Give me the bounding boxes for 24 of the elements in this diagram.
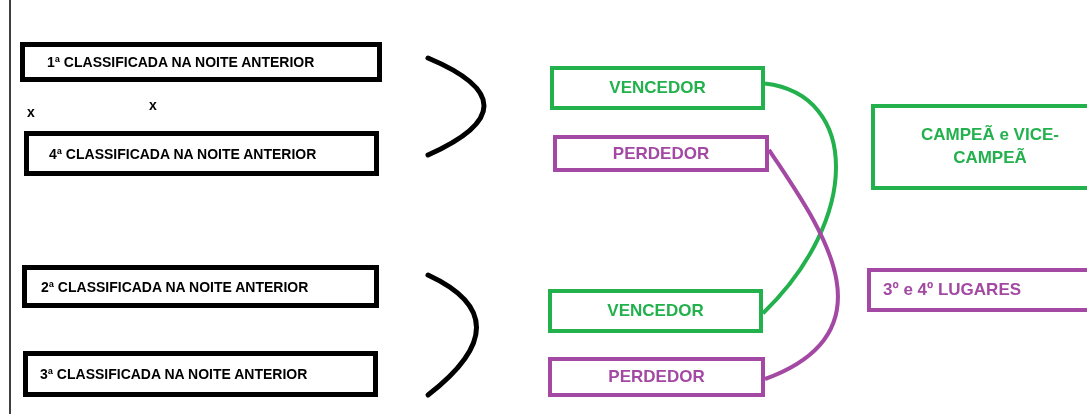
box-text: 1ª CLASSIFICADA NA NOITE ANTERIOR <box>47 54 315 70</box>
box-text: CAMPEÃ e VICE-CAMPEÃ <box>920 124 1060 169</box>
connector-line <box>764 148 840 381</box>
label-box <box>24 131 379 176</box>
box-text: 3ª CLASSIFICADA NA NOITE ANTERIOR <box>40 366 308 382</box>
box-text: PERDEDOR <box>608 367 705 387</box>
versus-label: x <box>27 104 35 120</box>
label-box <box>20 42 382 82</box>
label-box <box>23 351 378 397</box>
label-box <box>548 289 763 333</box>
box-text: VENCEDOR <box>609 78 706 98</box>
label-box <box>550 66 765 110</box>
label-box <box>548 357 765 397</box>
box-text: 2ª CLASSIFICADA NA NOITE ANTERIOR <box>41 278 309 295</box>
box-text: PERDEDOR <box>612 143 710 164</box>
connector-line <box>761 81 838 315</box>
box-text: 3º e 4º LUGARES <box>883 280 1022 300</box>
versus-label: x <box>149 97 157 113</box>
label-box <box>871 104 1087 190</box>
label-box <box>553 135 769 172</box>
label-box <box>867 268 1087 312</box>
box-text: 4ª CLASSIFICADA NA NOITE ANTERIOR <box>49 145 317 162</box>
box-text: VENCEDOR <box>607 301 704 321</box>
label-box <box>22 265 379 308</box>
